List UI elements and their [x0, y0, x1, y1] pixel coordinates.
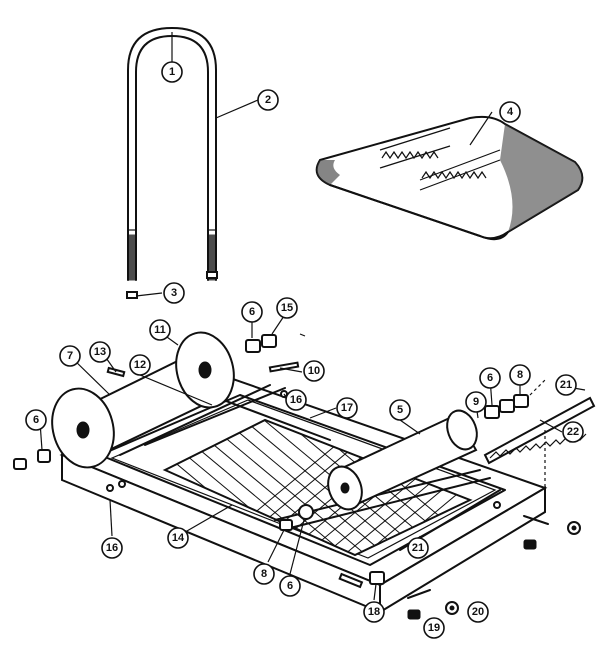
callout-c7: 7: [59, 345, 81, 367]
callout-label: 15: [281, 302, 293, 314]
callout-c18: 18: [363, 601, 385, 623]
callout-label: 9: [473, 396, 479, 408]
callout-label: 22: [567, 426, 579, 438]
callout-label: 8: [517, 369, 523, 381]
hardware: [13, 333, 581, 620]
callout-c21a: 21: [555, 374, 577, 396]
callout-label: 11: [154, 324, 166, 336]
handle-bar: [126, 27, 218, 299]
callout-c2: 2: [257, 89, 279, 111]
callout-c22: 22: [562, 421, 584, 443]
belt: [315, 115, 584, 241]
callout-label: 16: [106, 542, 118, 554]
callout-label: 6: [487, 372, 493, 384]
callout-c8a: 8: [509, 364, 531, 386]
callout-label: 16: [290, 394, 302, 406]
callout-c10: 10: [303, 360, 325, 382]
callout-label: 7: [67, 350, 73, 362]
callout-c14: 14: [167, 527, 189, 549]
callout-label: 21: [412, 542, 424, 554]
callout-c4: 4: [499, 101, 521, 123]
callout-c8b: 8: [253, 563, 275, 585]
callout-label: 5: [397, 404, 403, 416]
callout-label: 3: [171, 287, 177, 299]
callout-label: 13: [94, 346, 106, 358]
rails: [119, 384, 501, 551]
callout-c1: 1: [161, 61, 183, 83]
callout-c9: 9: [465, 391, 487, 413]
callout-label: 1: [169, 66, 175, 78]
callout-c19: 19: [423, 617, 445, 639]
callout-c21b: 21: [407, 537, 429, 559]
callout-label: 12: [134, 359, 146, 371]
callout-c6a: 6: [241, 301, 263, 323]
callout-c20: 20: [467, 601, 489, 623]
callout-label: 2: [265, 94, 271, 106]
callout-label: 14: [172, 532, 185, 544]
callout-label: 18: [368, 606, 380, 618]
callout-c11: 11: [149, 319, 171, 341]
callout-c16a: 16: [285, 389, 307, 411]
callout-c3: 3: [163, 282, 185, 304]
callout-label: 6: [249, 306, 255, 318]
callout-label: 17: [341, 402, 353, 414]
callout-c15: 15: [276, 297, 298, 319]
callout-c6c: 6: [25, 409, 47, 431]
callout-label: 21: [560, 379, 572, 391]
callout-label: 4: [507, 106, 514, 118]
callout-c12: 12: [129, 354, 151, 376]
callout-label: 6: [287, 580, 293, 592]
callout-label: 20: [472, 606, 484, 618]
callout-c6d: 6: [279, 575, 301, 597]
callout-c6b: 6: [479, 367, 501, 389]
rear-roller: [327, 409, 478, 511]
front-roller: [51, 331, 235, 469]
callout-c16b: 16: [101, 537, 123, 559]
callout-label: 8: [261, 568, 267, 580]
callout-label: 6: [33, 414, 39, 426]
callout-label: 19: [428, 622, 440, 634]
callout-c17: 17: [336, 397, 358, 419]
callout-c5: 5: [389, 399, 411, 421]
callout-c13: 13: [89, 341, 111, 363]
callout-label: 10: [308, 365, 320, 377]
